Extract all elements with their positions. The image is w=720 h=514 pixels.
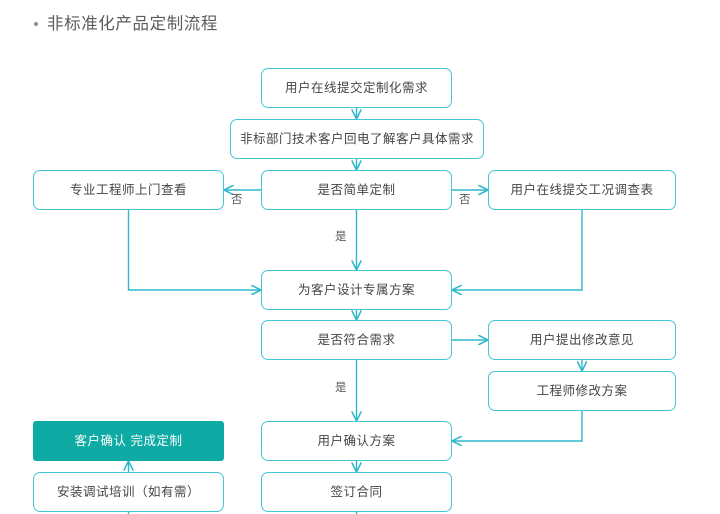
edge-n9-n10 [453, 411, 583, 441]
node-submit-survey-form[interactable]: 用户在线提交工况调查表 [488, 170, 676, 210]
node-customer-confirm-complete[interactable]: 客户确认 完成定制 [33, 421, 224, 461]
node-decision-meets-requirement[interactable]: 是否符合需求 [261, 320, 452, 360]
edge-label-no-right: 否 [459, 194, 471, 206]
node-department-callback[interactable]: 非标部门技术客户回电了解客户具体需求 [230, 119, 484, 159]
edge-label-yes-lower: 是 [335, 382, 347, 394]
node-design-exclusive-plan[interactable]: 为客户设计专属方案 [261, 270, 452, 310]
node-user-confirm-plan[interactable]: 用户确认方案 [261, 421, 452, 461]
edge-label-yes-upper: 是 [335, 231, 347, 243]
node-install-debug-training[interactable]: 安装调试培训（如有需） [33, 472, 224, 512]
node-user-submit-request[interactable]: 用户在线提交定制化需求 [261, 68, 452, 108]
node-decision-simple-custom[interactable]: 是否简单定制 [261, 170, 452, 210]
edge-n5-n6 [453, 210, 583, 290]
page-title: 非标准化产品定制流程 [34, 16, 218, 33]
node-sign-contract[interactable]: 签订合同 [261, 472, 452, 512]
edge-label-no-left: 否 [231, 194, 243, 206]
edge-n4-n6 [127, 210, 261, 290]
page-title-text: 非标准化产品定制流程 [47, 15, 218, 33]
bullet-dot-icon [34, 22, 38, 27]
node-engineer-site-visit[interactable]: 专业工程师上门查看 [33, 170, 224, 210]
node-engineer-revise-plan[interactable]: 工程师修改方案 [488, 371, 676, 411]
node-user-revision-feedback[interactable]: 用户提出修改意见 [488, 320, 676, 360]
